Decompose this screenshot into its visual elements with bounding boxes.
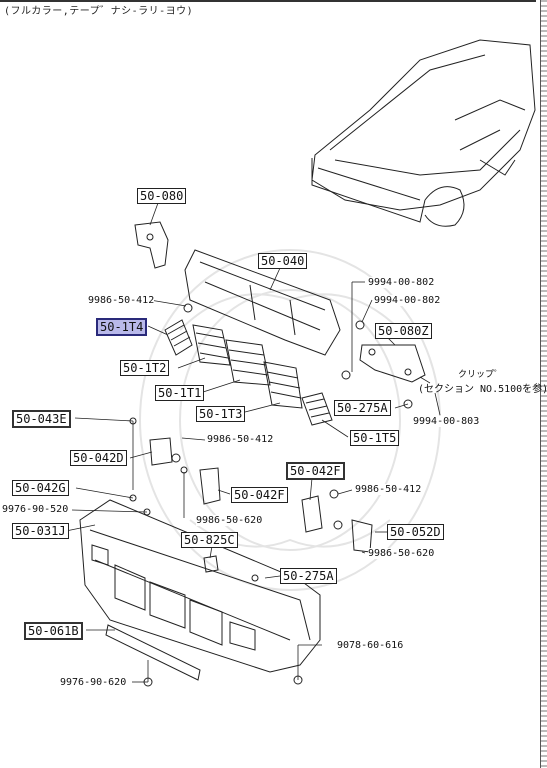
callout-50-042G: 50-042G [12, 480, 69, 496]
part-number-9986-50-412-a: 9986-50-412 [88, 295, 155, 306]
bracket-50-080-icon [134, 221, 169, 269]
callout-50-1T2: 50-1T2 [120, 360, 170, 376]
grille-piece-1T3-icon [263, 361, 303, 409]
strip-50-061B-icon [105, 624, 201, 681]
grille-piece-1T1-icon [225, 339, 271, 386]
part-number-9986-50-412-b: 9986-50-412 [207, 434, 274, 445]
callout-50-040: 50-040 [258, 253, 308, 269]
callout-50-052D: 50-052D [387, 524, 444, 540]
callout-50-080: 50-080 [137, 188, 187, 204]
right-border [540, 0, 541, 768]
bracket-50-042F-icon [199, 467, 323, 533]
part-number-9994-00-803: 9994-00-803 [413, 416, 480, 427]
leader-lines [65, 202, 441, 683]
header-caption: (フルカラー,テープ゛ナシ-ラリ-ヨウ) [4, 6, 194, 17]
callout-50-042D: 50-042D [70, 450, 127, 466]
callout-50-042F-lower: 50-042F [231, 487, 288, 503]
screw-icons [129, 303, 413, 687]
top-rule [0, 0, 536, 2]
callout-50-275A-lower: 50-275A [280, 568, 337, 584]
spacer-50-825C-icon [203, 555, 219, 573]
section-reference-note: (セクション NO.5100を参) [418, 384, 547, 395]
callout-50-1T5: 50-1T5 [350, 430, 400, 446]
reinforcement-50-040-icon [184, 249, 341, 356]
part-number-9078-60-616: 9078-60-616 [337, 640, 404, 651]
grille-piece-1T4-icon [164, 319, 193, 356]
callout-50-043E: 50-043E [12, 410, 71, 428]
grille-piece-1T5-icon [301, 392, 333, 426]
callout-50-1T4-highlighted[interactable]: 50-1T4 [96, 318, 148, 336]
bracket-50-042D-icon [149, 437, 173, 466]
grille-piece-1T2-icon [192, 324, 231, 366]
callout-50-031J: 50-031J [12, 523, 69, 539]
callout-50-1T1: 50-1T1 [155, 385, 205, 401]
part-number-9976-90-620: 9976-90-620 [60, 677, 127, 688]
right-binding-edge [541, 0, 547, 768]
callout-50-825C: 50-825C [181, 532, 238, 548]
callout-50-275A-upper: 50-275A [334, 400, 391, 416]
callout-50-042F-upper: 50-042F [286, 462, 345, 480]
callout-50-1T3: 50-1T3 [196, 406, 246, 422]
part-number-9986-50-620-b: 9986-50-620 [368, 548, 435, 559]
car-outline-icon [311, 39, 536, 227]
part-number-9994-00-802-b: 9994-00-802 [374, 295, 441, 306]
callout-50-061B: 50-061B [24, 622, 83, 640]
clip-note: クリップ゜ [458, 370, 504, 380]
part-number-9986-50-620-a: 9986-50-620 [196, 515, 263, 526]
callout-50-080Z: 50-080Z [375, 323, 432, 339]
bracket-50-080Z-icon [359, 344, 426, 383]
part-number-9986-50-412-c: 9986-50-412 [355, 484, 422, 495]
part-number-9994-00-802-a: 9994-00-802 [368, 277, 435, 288]
part-number-9976-90-520: 9976-90-520 [2, 504, 69, 515]
